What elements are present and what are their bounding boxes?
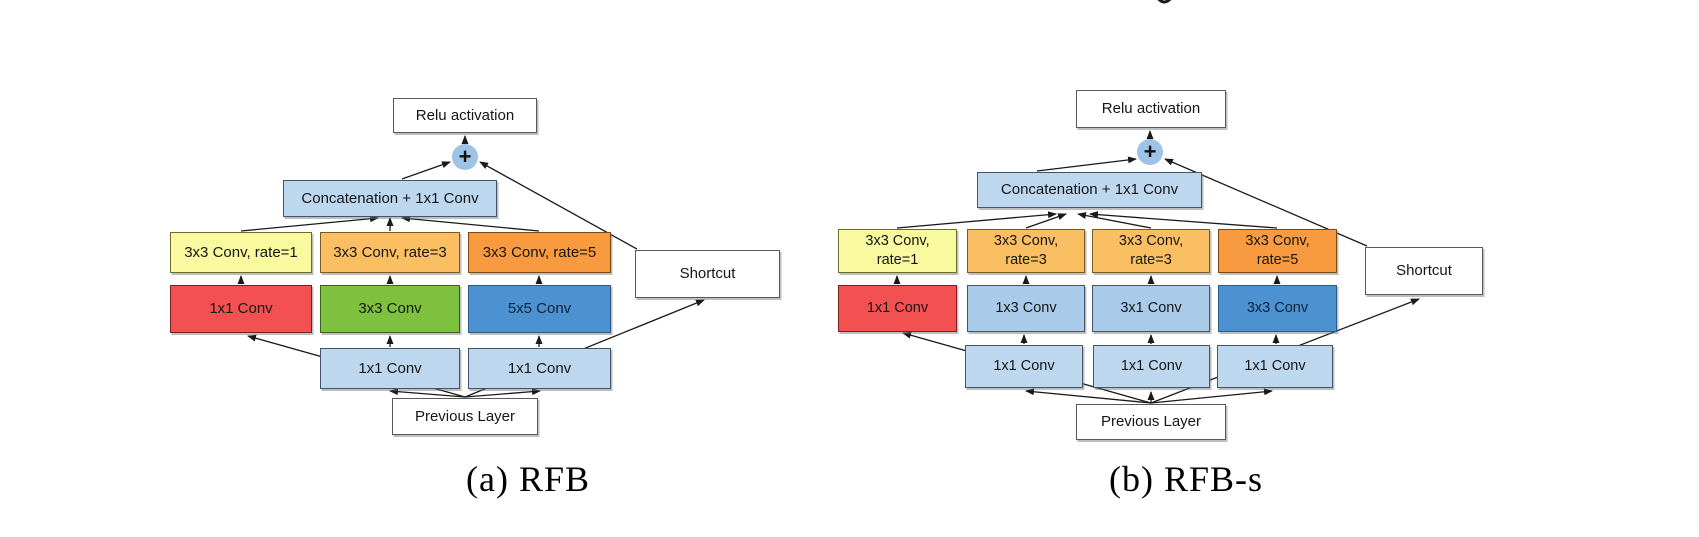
- bottleneck-1x1-left-box-a: 1x1 Conv: [320, 348, 460, 389]
- conv-rate1-box-b: 3x3 Conv, rate=1: [838, 229, 957, 273]
- concatenation-box-a: Concatenation + 1x1 Conv: [283, 180, 497, 217]
- conv-1x1-red-box-b: 1x1 Conv: [838, 285, 957, 332]
- bottleneck-1x1-right-box-a: 1x1 Conv: [468, 348, 611, 389]
- relu-activation-box-b: Relu activation: [1076, 90, 1226, 128]
- elementwise-add-icon-b: +: [1137, 139, 1163, 165]
- conv-1x1-red-box-a: 1x1 Conv: [170, 285, 312, 333]
- conv-rate5-box-b: 3x3 Conv, rate=5: [1218, 229, 1337, 273]
- bottleneck-1x1-box-b2: 1x1 Conv: [1093, 345, 1210, 388]
- bottleneck-1x1-box-b1: 1x1 Conv: [965, 345, 1083, 388]
- conv-5x5-blue-box-a: 5x5 Conv: [468, 285, 611, 333]
- shortcut-box-a: Shortcut: [635, 250, 780, 298]
- previous-layer-box-a: Previous Layer: [392, 398, 538, 435]
- conv-rate1-box-a: 3x3 Conv, rate=1: [170, 232, 312, 273]
- subfigure-caption-b: (b) RFB-s: [1108, 459, 1264, 499]
- elementwise-add-icon-a: +: [452, 144, 478, 170]
- conv-rate3-box-b1: 3x3 Conv, rate=3: [967, 229, 1085, 273]
- conv-rate5-box-a: 3x3 Conv, rate=5: [468, 232, 611, 273]
- previous-layer-box-b: Previous Layer: [1076, 404, 1226, 440]
- concatenation-box-b: Concatenation + 1x1 Conv: [977, 172, 1202, 208]
- shortcut-box-b: Shortcut: [1365, 247, 1483, 295]
- conv-rate3-box-a: 3x3 Conv, rate=3: [320, 232, 460, 273]
- conv-1x3-box-b: 1x3 Conv: [967, 285, 1085, 332]
- conv-3x3-green-box-a: 3x3 Conv: [320, 285, 460, 333]
- bottleneck-1x1-box-b3: 1x1 Conv: [1217, 345, 1333, 388]
- cropped-glyph-mark: [1157, 0, 1172, 4]
- conv-rate3-box-b2: 3x3 Conv, rate=3: [1092, 229, 1210, 273]
- conv-3x1-box-b: 3x1 Conv: [1092, 285, 1210, 332]
- subfigure-caption-a: (a) RFB: [466, 459, 590, 499]
- relu-activation-box-a: Relu activation: [393, 98, 537, 133]
- conv-3x3-blue-box-b: 3x3 Conv: [1218, 285, 1337, 332]
